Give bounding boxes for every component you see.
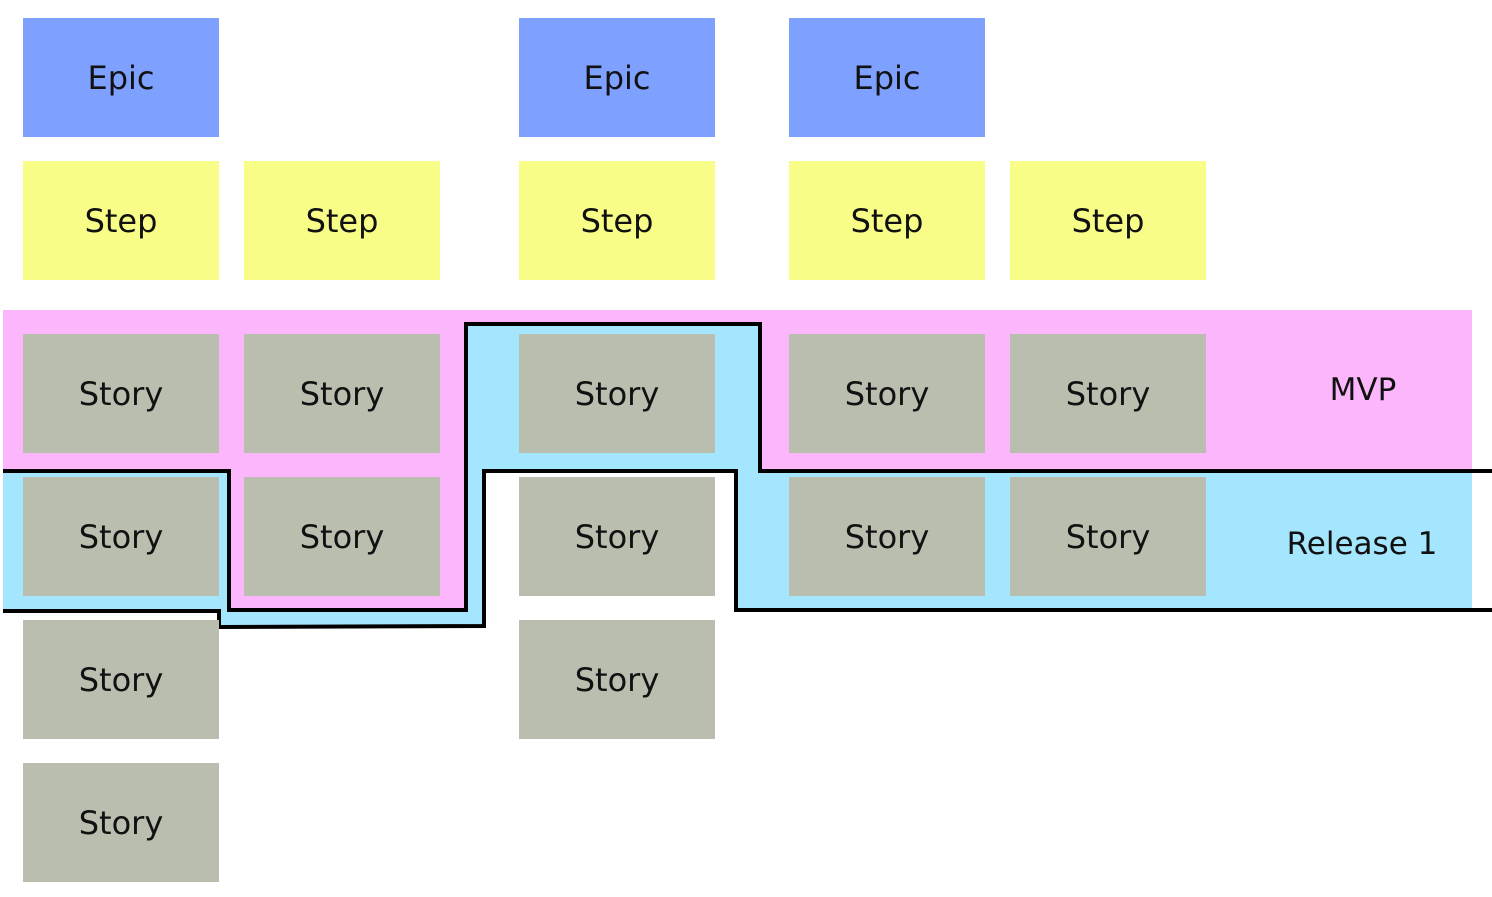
step-card[interactable]: Step bbox=[23, 161, 219, 280]
epic-label: Epic bbox=[87, 58, 155, 97]
epic-card[interactable]: Epic bbox=[23, 18, 219, 137]
story-label: Story bbox=[844, 517, 930, 556]
story-label: Story bbox=[78, 374, 164, 413]
mvp-cut-line bbox=[3, 322, 1492, 612]
step-label: Step bbox=[84, 201, 158, 240]
epic-label: Epic bbox=[583, 58, 651, 97]
step-card[interactable]: Step bbox=[519, 161, 715, 280]
epic-card[interactable]: Epic bbox=[519, 18, 715, 137]
story-label: Story bbox=[299, 374, 385, 413]
story-card[interactable]: Story bbox=[23, 334, 219, 453]
step-card[interactable]: Step bbox=[789, 161, 985, 280]
step-label: Step bbox=[305, 201, 379, 240]
epic-label: Epic bbox=[853, 58, 921, 97]
story-card[interactable]: Story bbox=[23, 477, 219, 596]
story-card[interactable]: Story bbox=[519, 334, 715, 453]
story-card[interactable]: Story bbox=[519, 620, 715, 739]
step-label: Step bbox=[580, 201, 654, 240]
story-card[interactable]: Story bbox=[1010, 477, 1206, 596]
story-label: Story bbox=[844, 374, 930, 413]
story-label: Story bbox=[574, 517, 660, 556]
epic-card[interactable]: Epic bbox=[789, 18, 985, 137]
story-label: Story bbox=[78, 517, 164, 556]
story-label: Story bbox=[78, 660, 164, 699]
story-label: Story bbox=[574, 374, 660, 413]
mvp-release-label: MVP bbox=[1329, 372, 1397, 408]
story-label: Story bbox=[1065, 374, 1151, 413]
story-card[interactable]: Story bbox=[789, 477, 985, 596]
story-label: Story bbox=[1065, 517, 1151, 556]
step-card[interactable]: Step bbox=[1010, 161, 1206, 280]
step-label: Step bbox=[850, 201, 924, 240]
story-card[interactable]: Story bbox=[789, 334, 985, 453]
story-card[interactable]: Story bbox=[23, 620, 219, 739]
story-card[interactable]: Story bbox=[519, 477, 715, 596]
story-label: Story bbox=[78, 803, 164, 842]
release-1-label: Release 1 bbox=[1286, 526, 1438, 562]
story-label: Story bbox=[299, 517, 385, 556]
step-card[interactable]: Step bbox=[244, 161, 440, 280]
story-card[interactable]: Story bbox=[244, 477, 440, 596]
story-card[interactable]: Story bbox=[244, 334, 440, 453]
release-1-cut-line bbox=[3, 469, 1492, 630]
story-card[interactable]: Story bbox=[1010, 334, 1206, 453]
story-card[interactable]: Story bbox=[23, 763, 219, 882]
step-label: Step bbox=[1071, 201, 1145, 240]
story-label: Story bbox=[574, 660, 660, 699]
